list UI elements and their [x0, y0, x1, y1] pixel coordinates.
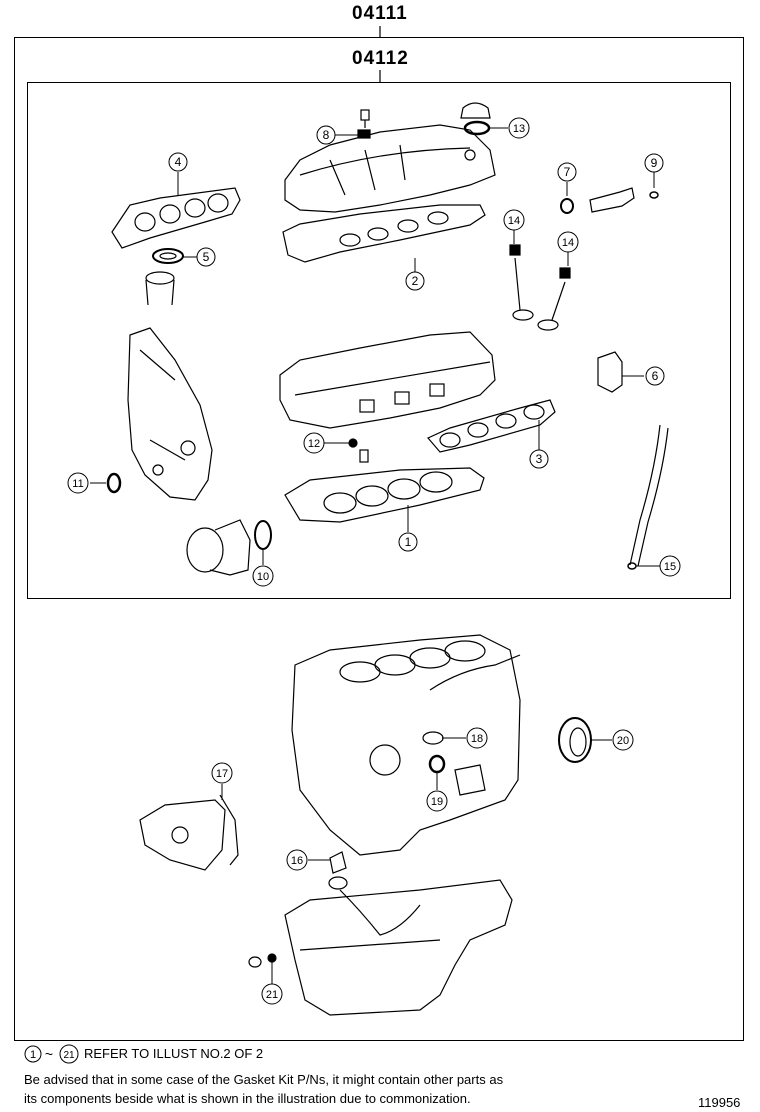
exhaust-manifold-gasket-drawing — [111, 187, 241, 249]
illustration-number: 119956 — [698, 1095, 741, 1110]
advice-line-1: Be advised that in some case of the Gask… — [24, 1072, 504, 1087]
oil-seal-11-drawing — [106, 472, 122, 494]
intake-manifold-gasket-drawing — [427, 399, 556, 453]
svg-text:1: 1 — [405, 535, 412, 549]
callout-18: 18 — [466, 727, 488, 749]
cylinder-head-drawing — [279, 331, 496, 429]
callout-1: 1 — [398, 532, 418, 552]
cover-6-drawing — [597, 351, 623, 393]
inner-kit-number: 04112 — [352, 48, 409, 69]
refer-note: REFER TO ILLUST NO.2 OF 2 — [84, 1046, 264, 1061]
svg-text:18: 18 — [471, 733, 483, 745]
svg-text:7: 7 — [564, 165, 571, 179]
strainer-16-drawing — [329, 851, 347, 874]
svg-text:2: 2 — [412, 274, 419, 288]
svg-text:13: 13 — [513, 123, 525, 135]
valve-cover-drawing — [284, 124, 496, 213]
svg-text:12: 12 — [308, 438, 320, 450]
pipe-drawing — [145, 271, 175, 306]
svg-text:10: 10 — [257, 571, 269, 583]
callout-14a: 14 — [503, 209, 525, 231]
engine-block-drawing — [291, 634, 521, 856]
water-pump-drawing — [186, 519, 272, 576]
svg-text:15: 15 — [664, 561, 676, 573]
svg-text:14: 14 — [562, 237, 574, 249]
callout-10: 10 — [252, 565, 274, 587]
callout-2: 2 — [405, 271, 425, 291]
svg-text:9: 9 — [651, 156, 658, 170]
valve-cover-gasket-drawing — [282, 204, 486, 263]
callout-6: 6 — [645, 366, 665, 386]
callout-15: 15 — [659, 555, 681, 577]
callout-8: 8 — [316, 125, 336, 145]
svg-text:11: 11 — [72, 478, 83, 490]
svg-text:19: 19 — [431, 796, 443, 808]
callout-17: 17 — [211, 762, 233, 784]
callout-9: 9 — [644, 153, 664, 173]
timing-cover-drawing — [127, 327, 213, 501]
callout-21: 21 — [261, 983, 283, 1005]
drain-plug-21-drawing — [248, 953, 277, 968]
svg-text:4: 4 — [175, 155, 182, 169]
svg-text:8: 8 — [323, 128, 330, 142]
oil-pump-17-drawing — [139, 794, 239, 871]
svg-text:14: 14 — [508, 215, 520, 227]
callout-19: 19 — [426, 790, 448, 812]
bolt-8-drawing — [357, 109, 371, 139]
callout-5: 5 — [196, 247, 216, 267]
svg-text:20: 20 — [617, 735, 629, 747]
callout-12: 12 — [303, 432, 325, 454]
callout-4: 4 — [168, 152, 188, 172]
head-gasket-drawing — [284, 467, 485, 523]
svg-text:5: 5 — [203, 250, 210, 264]
outer-kit-number: 04111 — [352, 3, 408, 24]
valve-14-drawing — [509, 244, 571, 331]
callout-20: 20 — [612, 729, 634, 751]
svg-text:17: 17 — [216, 768, 228, 780]
advice-line-2: its components beside what is shown in t… — [24, 1091, 471, 1106]
svg-text:3: 3 — [536, 452, 543, 466]
svg-text:21: 21 — [266, 989, 278, 1001]
injector-drawing — [560, 187, 659, 214]
callout-16: 16 — [286, 849, 308, 871]
svg-text:16: 16 — [291, 855, 303, 867]
callout-7: 7 — [557, 162, 577, 182]
outer-kit-frame — [14, 37, 744, 1041]
callout-11: 11 — [67, 472, 89, 494]
oil-pan-drawing — [284, 876, 513, 1016]
leader-lines — [90, 127, 660, 984]
svg-text:6: 6 — [652, 369, 659, 383]
callout-14b: 14 — [557, 231, 579, 253]
callout-3: 3 — [529, 449, 549, 469]
callout-13: 13 — [508, 117, 530, 139]
inner-kit-frame — [27, 82, 731, 599]
ring-5-drawing — [152, 248, 184, 264]
